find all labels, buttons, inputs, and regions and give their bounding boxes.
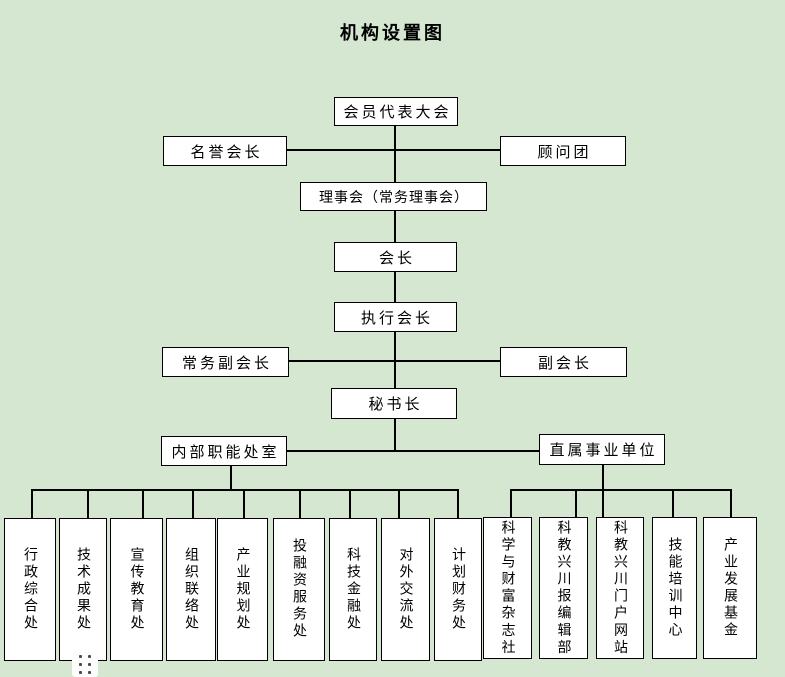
handle-dot — [88, 654, 91, 658]
connector-line — [243, 489, 245, 518]
connector-line — [142, 489, 144, 518]
node-secretary-general: 秘书长 — [331, 388, 457, 419]
connector-line — [602, 489, 604, 517]
connector-line — [394, 126, 396, 182]
internal-dept-box: 组织联络处 — [166, 518, 216, 661]
internal-dept-box: 科技金融处 — [329, 518, 377, 661]
node-internal-offices: 内部职能处室 — [161, 436, 287, 466]
internal-dept-box: 对外交流处 — [381, 518, 430, 661]
node-advisory-group: 顾问团 — [500, 136, 626, 166]
connector-line — [349, 489, 351, 518]
affiliated-unit-box: 技能培训中心 — [652, 517, 697, 659]
handle-dot — [79, 662, 82, 666]
node-vice-president: 副会长 — [500, 347, 627, 377]
internal-dept-box: 宣传教育处 — [110, 518, 163, 661]
connector-line — [457, 489, 459, 518]
connector-line — [730, 489, 732, 517]
internal-dept-box: 产业规划处 — [217, 518, 268, 661]
connector-line — [510, 489, 512, 517]
connector-line — [299, 489, 301, 518]
connector-line — [287, 149, 500, 151]
connector-line — [394, 211, 396, 243]
connector-line — [192, 489, 194, 518]
internal-dept-box: 行政综合处 — [4, 518, 56, 661]
node-executive-president: 执行会长 — [334, 302, 457, 332]
connector-line — [602, 465, 604, 491]
internal-dept-box: 投融资服务处 — [273, 518, 325, 661]
page-title: 机构设置图 — [340, 23, 445, 44]
handle-dot — [88, 670, 91, 674]
connector-line — [287, 450, 539, 452]
affiliated-unit-box: 科教兴川报编辑部 — [539, 517, 588, 659]
handle-dot — [79, 654, 82, 658]
connector-line — [289, 360, 500, 362]
table-move-handle[interactable] — [72, 651, 98, 677]
connector-line — [230, 466, 232, 491]
connector-line — [575, 489, 577, 517]
node-directly-affiliated-units: 直属事业单位 — [539, 434, 665, 465]
affiliated-unit-box: 科学与财富杂志社 — [483, 517, 532, 659]
connector-line — [87, 489, 89, 518]
internal-dept-box: 技术成果处 — [59, 518, 107, 661]
node-standing-vice-president: 常务副会长 — [162, 347, 289, 377]
node-council: 理事会（常务理事会） — [300, 182, 487, 211]
connector-line — [672, 489, 674, 517]
handle-dot — [79, 670, 82, 674]
affiliated-unit-box: 科教兴川门户网站 — [596, 517, 644, 659]
connector-line — [31, 489, 33, 518]
connector-line — [394, 419, 396, 452]
connector-line — [510, 489, 732, 491]
connector-line — [394, 272, 396, 303]
internal-dept-box: 计划财务处 — [434, 518, 482, 661]
handle-dot — [88, 662, 91, 666]
affiliated-unit-box: 产业发展基金 — [703, 517, 757, 659]
node-honorary-president: 名誉会长 — [163, 136, 287, 166]
connector-line — [31, 489, 459, 491]
connector-line — [398, 489, 400, 518]
node-president: 会长 — [334, 242, 457, 272]
node-members-assembly: 会员代表大会 — [334, 97, 458, 126]
